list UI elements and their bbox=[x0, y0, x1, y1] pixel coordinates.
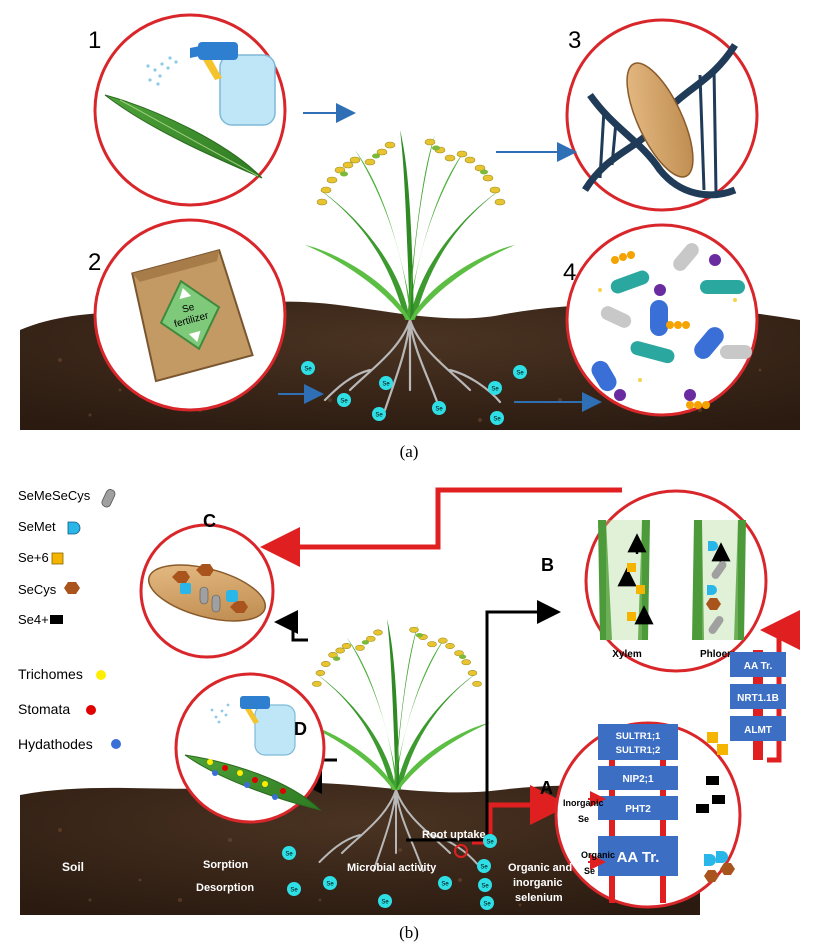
fertilizer-bag-icon: Se fertilizer bbox=[131, 249, 254, 383]
d-shape-icon bbox=[67, 521, 81, 535]
root-uptake-marker bbox=[454, 844, 468, 858]
letter-a: A bbox=[540, 778, 553, 798]
trichome-dot-icon bbox=[96, 670, 106, 680]
hydathode-dot-icon bbox=[111, 739, 121, 749]
se-ion-label: Se bbox=[340, 399, 348, 405]
transporter-almt-label: ALMT bbox=[744, 725, 772, 736]
se-ion-label: Se bbox=[375, 413, 383, 419]
organic-se-line2: Se bbox=[584, 866, 595, 876]
hexagon-icon bbox=[64, 582, 80, 594]
se-ion-label: Se bbox=[486, 840, 494, 846]
arrow-black-to-b bbox=[406, 600, 561, 842]
arrow-black-to-c bbox=[274, 610, 308, 642]
stomata-dot-icon bbox=[86, 705, 96, 715]
pht-label: PHT2 bbox=[625, 804, 651, 815]
letter-b: B bbox=[541, 555, 554, 575]
se-ion-label: Se bbox=[480, 865, 488, 871]
se-ion-label: Se bbox=[435, 407, 443, 413]
inorganic-se-line1: Inorganic bbox=[563, 798, 604, 808]
transporter-nrt-label: NRT1.1B bbox=[737, 693, 779, 704]
leaf-d-icon bbox=[184, 696, 322, 811]
legend-hydathodes: Hydathodes bbox=[18, 736, 93, 752]
transporter-nrt bbox=[730, 684, 786, 709]
transporter-aa-tr-side-label: AA Tr. bbox=[744, 661, 773, 672]
organic-se-line1: Organic bbox=[581, 850, 615, 860]
se-ion-label: Se bbox=[441, 882, 449, 888]
se-ion-label: Se bbox=[382, 382, 390, 388]
side-transporter-stack: AA Tr. NRT1.1B ALMT bbox=[730, 650, 786, 760]
se-ion-label: Se bbox=[481, 884, 489, 890]
soil-specks-b bbox=[58, 828, 522, 907]
legend-trichomes: Trichomes bbox=[18, 666, 83, 682]
se-ion-label: Se bbox=[516, 371, 524, 377]
caption-b: (b) bbox=[399, 923, 419, 942]
label-organic-inorganic-2: inorganic bbox=[513, 877, 563, 889]
label-desorption: Desorption bbox=[196, 882, 254, 894]
legend-semesecys: SeMeSeCys bbox=[18, 488, 91, 503]
label-organic-inorganic-3: selenium bbox=[515, 892, 563, 904]
inorganic-se-line2: Se bbox=[578, 814, 589, 824]
label-sorption: Sorption bbox=[203, 859, 248, 871]
legend-se6: Se+6 bbox=[18, 550, 49, 565]
legend-semet: SeMet bbox=[18, 519, 56, 534]
transporter-almt bbox=[730, 716, 786, 741]
legend-secys: SeCys bbox=[18, 582, 57, 597]
number-1: 1 bbox=[88, 27, 101, 54]
legend-stomata: Stomata bbox=[18, 701, 70, 717]
label-microbial: Microbial activity bbox=[347, 862, 437, 874]
transporter-aa-tr-side bbox=[730, 652, 786, 677]
legend-se4: Se4+ bbox=[18, 612, 49, 627]
number-3: 3 bbox=[568, 27, 581, 54]
se-ion-label: Se bbox=[483, 902, 491, 908]
se-ion-label: Se bbox=[381, 900, 389, 906]
microbes-icon bbox=[591, 243, 752, 409]
se-ions-b: Se Se Se Se Se Se Se Se Se bbox=[282, 834, 497, 910]
legend-species: SeMeSeCys SeMet Se+6 SeCys Se4+ bbox=[18, 488, 116, 627]
xylem-phloem-icon: Xylem Phloem bbox=[598, 520, 746, 660]
spray-bottle-icon bbox=[104, 42, 276, 179]
label-xylem: Xylem bbox=[612, 649, 642, 660]
se-ion-label: Se bbox=[290, 888, 298, 894]
legend-leaf-features: Trichomes Stomata Hydathodes bbox=[18, 666, 121, 752]
number-2: 2 bbox=[88, 249, 101, 276]
label-organic-inorganic-1: Organic and bbox=[508, 862, 572, 874]
square-icon bbox=[51, 552, 64, 565]
sultr11-label: SULTR1;1 bbox=[616, 731, 661, 742]
panel-b: SeMeSeCys SeMet Se+6 SeCys Se4+ Trichome… bbox=[18, 487, 800, 942]
arrow-red-to-grain bbox=[260, 487, 622, 567]
letter-c: C bbox=[203, 511, 216, 531]
label-root-uptake: Root uptake bbox=[422, 829, 486, 841]
fertilizer-label-se: Se bbox=[181, 302, 196, 316]
root-membrane-transporters: SULTR1;1 SULTR1;2 NIP2;1 PHT2 AA Tr. Ino… bbox=[563, 724, 735, 903]
label-soil: Soil bbox=[62, 860, 84, 874]
capsule-icon bbox=[101, 489, 116, 508]
panel-a: Se fertilizer bbox=[20, 13, 800, 461]
label-phloem: Phloem bbox=[700, 649, 736, 660]
se-ions-a: Se Se Se Se Se Se Se Se bbox=[301, 361, 527, 425]
letter-d: D bbox=[294, 719, 307, 739]
dna-grain-icon bbox=[582, 43, 738, 199]
aa-tr-root-label: AA Tr. bbox=[617, 849, 660, 866]
se-ion-label: Se bbox=[304, 367, 312, 373]
se-ion-label: Se bbox=[285, 852, 293, 858]
rectangle-icon bbox=[50, 615, 63, 624]
grain-c-icon bbox=[147, 564, 267, 622]
se-ion-label: Se bbox=[326, 882, 334, 888]
se-ion-label: Se bbox=[493, 417, 501, 423]
sultr12-label: SULTR1;2 bbox=[616, 745, 661, 756]
se-ion-label: Se bbox=[491, 387, 499, 393]
nip-label: NIP2;1 bbox=[622, 774, 654, 785]
caption-a: (a) bbox=[400, 442, 419, 461]
number-4: 4 bbox=[563, 259, 576, 286]
arrow-red-root-to-a bbox=[472, 785, 570, 845]
